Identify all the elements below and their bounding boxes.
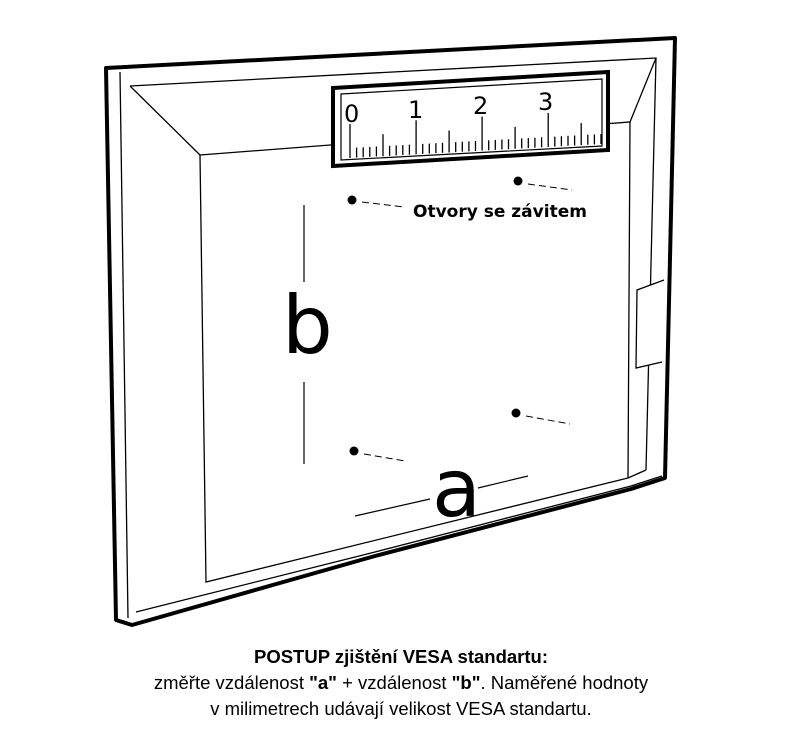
tv-bezel-inner (119, 57, 657, 619)
hole-bottom-right (511, 408, 521, 418)
caption-title: POSTUP zjištění VESA standartu: (253, 646, 548, 667)
ruler: 0 1 2 3 (331, 69, 610, 169)
tv-back-diagram: 0 1 2 3 Otvory se závitem b a (104, 36, 677, 627)
ruler-tick-label-2: 2 (473, 92, 488, 120)
ruler-ticks (349, 112, 602, 158)
ruler-tick-label-3: 3 (538, 88, 553, 116)
ruler-tick-label-0: 0 (344, 100, 359, 128)
hole-top-left (347, 195, 357, 205)
label-b: b (282, 279, 333, 372)
hole-bottom-left (349, 446, 359, 456)
hole-top-right (513, 176, 523, 186)
caption-line2-post: . Naměřené hodnoty (480, 672, 649, 693)
mounting-holes (347, 176, 573, 462)
holes-label: Otvory se závitem (413, 202, 587, 222)
label-a: a (432, 442, 481, 535)
tv-bottom-edge (135, 475, 663, 613)
caption-line-2: změřte vzdálenost "a" + vzdálenost "b". … (0, 670, 802, 696)
tv-side-bump (635, 279, 665, 369)
caption-line2-pre: změřte vzdálenost (153, 672, 310, 693)
tv-back-panel (199, 121, 631, 583)
caption-line2-a: "a" (309, 672, 337, 693)
caption-line-3: v milimetrech udávají velikost VESA stan… (210, 698, 592, 719)
caption: POSTUP zjištění VESA standartu: změřte v… (0, 644, 802, 722)
caption-line2-mid: + vzdálenost (336, 672, 452, 693)
caption-line2-b: "b" (451, 672, 481, 693)
ruler-tick-label-1: 1 (408, 96, 423, 124)
ruler-window (340, 78, 603, 161)
measure-b: b (282, 205, 333, 464)
measure-a: a (354, 442, 529, 535)
